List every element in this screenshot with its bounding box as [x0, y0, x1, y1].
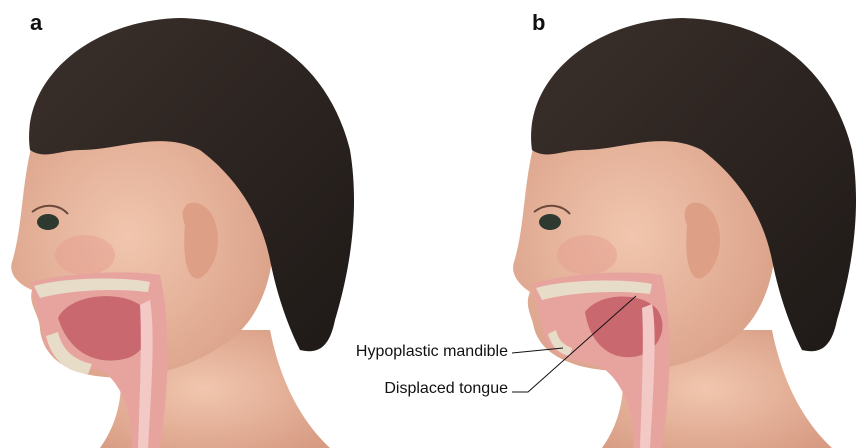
panel-a-eye — [37, 214, 59, 230]
panel-b-head — [513, 18, 856, 448]
panel-b-eye — [539, 214, 561, 230]
panel-a-head — [11, 18, 354, 448]
panel-label-a: a — [30, 10, 42, 36]
panel-label-b: b — [532, 10, 545, 36]
callout-hypoplastic-mandible: Hypoplastic mandible — [356, 343, 508, 361]
callout-displaced-tongue: Displaced tongue — [384, 380, 508, 398]
